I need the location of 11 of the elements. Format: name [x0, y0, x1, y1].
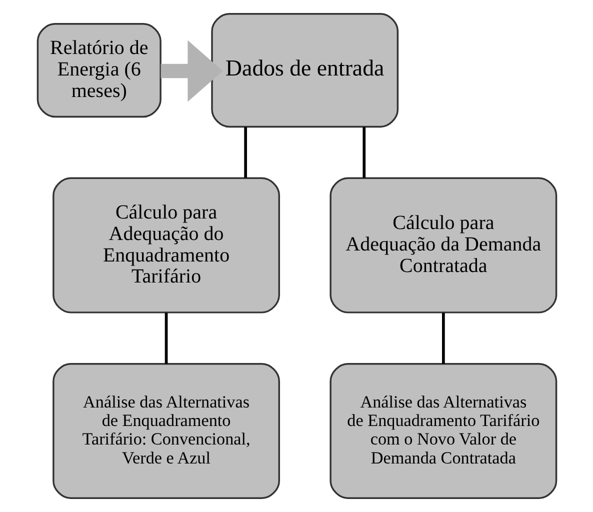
arrow: [160, 40, 222, 102]
node-box: Análise das Alternativas de Enquadramento Tarifário com o Novo Valor de Demanda Contratada: [329, 363, 557, 499]
connector: [244, 127, 246, 178]
connector: [442, 312, 444, 364]
node-box: Cálculo para Adequação da Demanda Contratada: [329, 177, 557, 314]
connector: [362, 127, 366, 178]
node-box: Cálculo para Adequação do Enquadramento Tarifário: [52, 177, 280, 314]
node-box: Dados de entrada: [210, 13, 398, 128]
node-box: Análise das Alternativas de Enquadramento Tarifário: Convencional, Verde e Azul: [52, 363, 280, 499]
connector: [164, 312, 168, 364]
node-box: Relatório de Energia (6 meses): [36, 23, 161, 118]
